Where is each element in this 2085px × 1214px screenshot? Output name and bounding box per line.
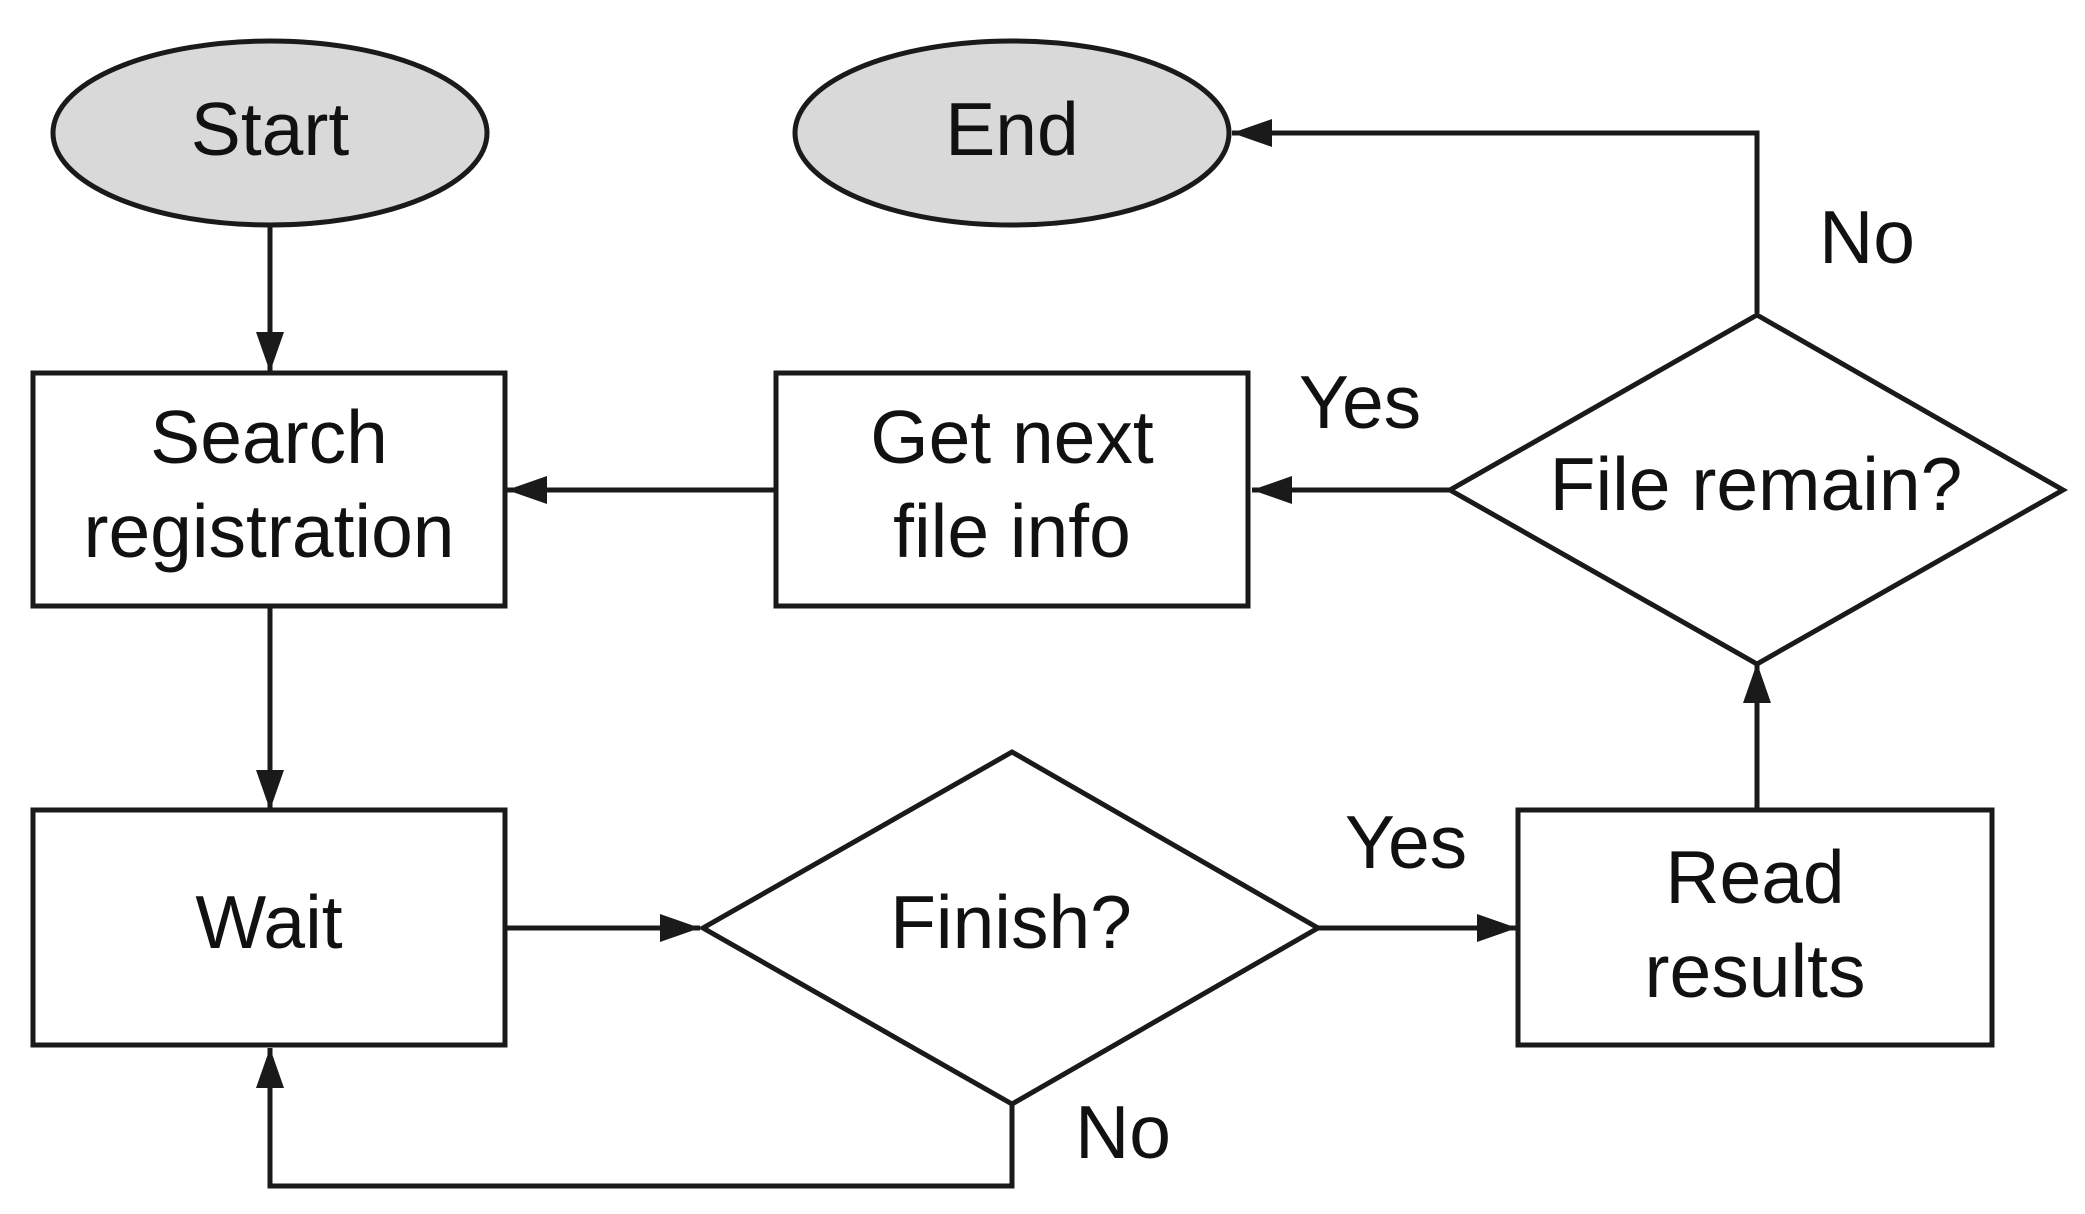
start-node: Start bbox=[50, 38, 490, 228]
end-label: End bbox=[945, 87, 1078, 171]
start-label: Start bbox=[191, 87, 350, 171]
wait-label: Wait bbox=[195, 880, 342, 964]
get-next-file-info-label-line-2: file info bbox=[893, 489, 1131, 573]
read-results-node: Read results bbox=[1515, 807, 1995, 1048]
finish-decision: Finish? bbox=[697, 749, 1324, 1107]
wait-node: Wait bbox=[30, 807, 508, 1048]
edge-finish-no-to-wait bbox=[256, 1048, 1015, 1189]
search-registration-label-line-2: registration bbox=[83, 489, 454, 573]
file-remain-no-label: No bbox=[1819, 195, 1915, 279]
file-remain-yes-label: Yes bbox=[1299, 360, 1421, 444]
file-remain-label: File remain? bbox=[1550, 442, 1963, 526]
file-remain-decision: File remain? bbox=[1444, 312, 2069, 667]
end-node: End bbox=[792, 38, 1232, 228]
search-registration-node: Search registration bbox=[30, 370, 508, 609]
search-registration-label-line-1: Search bbox=[150, 395, 388, 479]
finish-yes-label: Yes bbox=[1345, 800, 1467, 884]
get-next-file-info-label-line-1: Get next bbox=[870, 395, 1154, 479]
edge-file-remain-no-to-end bbox=[1232, 119, 1760, 313]
finish-no-label: No bbox=[1075, 1090, 1171, 1174]
get-next-file-info-node: Get next file info bbox=[773, 370, 1251, 609]
read-results-label-line-1: Read bbox=[1665, 835, 1844, 919]
finish-label: Finish? bbox=[890, 880, 1132, 964]
read-results-label-line-2: results bbox=[1645, 929, 1866, 1013]
